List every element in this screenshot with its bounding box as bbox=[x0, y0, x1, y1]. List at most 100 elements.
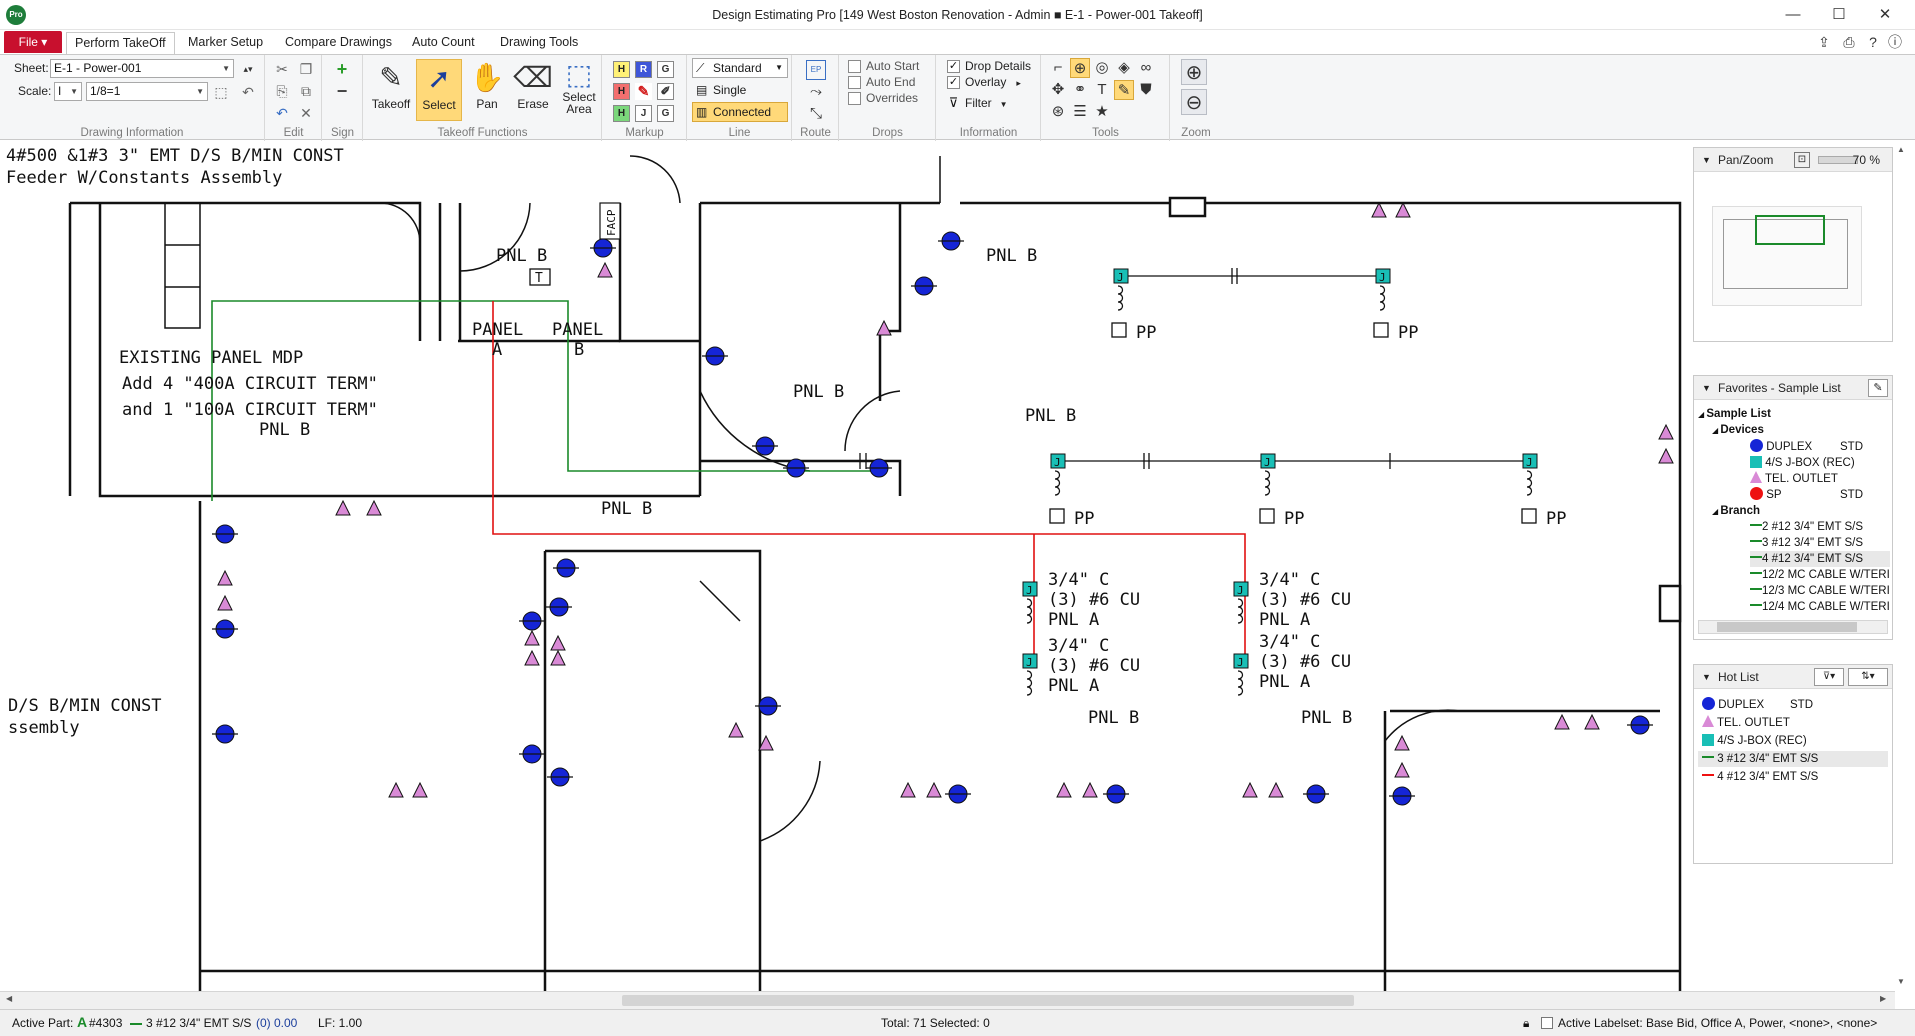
tab-compare-drawings[interactable]: Compare Drawings bbox=[277, 32, 400, 54]
canvas-vertical-scrollbar[interactable]: ▲ ▼ bbox=[1895, 141, 1915, 991]
list-item[interactable]: 4 #12 3/4" EMT S/S bbox=[1750, 551, 1890, 567]
labelset-checkbox[interactable] bbox=[1541, 1017, 1553, 1029]
scroll-thumb[interactable] bbox=[622, 995, 1354, 1006]
star-icon[interactable]: ★ bbox=[1092, 102, 1112, 122]
fit-view-icon[interactable]: ⊡ bbox=[1794, 152, 1810, 168]
scale-select[interactable]: 1/8=1 ▼ bbox=[86, 82, 208, 101]
list-item[interactable]: 3 #12 3/4" EMT S/S bbox=[1698, 751, 1888, 767]
layers-icon[interactable]: ◈ bbox=[1114, 58, 1134, 78]
minus-icon[interactable]: − bbox=[332, 81, 352, 101]
scale-unit-select[interactable]: I ▼ bbox=[54, 82, 82, 101]
markup-g-button[interactable]: G bbox=[657, 61, 674, 78]
spinner-icon[interactable]: ▴▾ bbox=[238, 59, 258, 79]
sort-icon[interactable]: ⇅▾ bbox=[1848, 668, 1888, 686]
markup-j-button[interactable]: J bbox=[635, 105, 652, 122]
line-single-option[interactable]: ▤ Single bbox=[692, 80, 788, 100]
scroll-down-icon[interactable]: ▼ bbox=[1897, 977, 1905, 986]
undo-icon[interactable]: ↶ bbox=[272, 103, 292, 123]
list-item[interactable]: 12/3 MC CABLE W/TERI bbox=[1750, 583, 1890, 599]
overlay-checkbox[interactable]: ✓Overlay▸ bbox=[947, 74, 1021, 91]
duplicate-icon[interactable]: ⧉ bbox=[296, 81, 316, 101]
link-icon[interactable]: ∞ bbox=[1136, 58, 1156, 78]
lock-icon[interactable]: 🔒︎ bbox=[1523, 1016, 1529, 1031]
tab-perform-takeoff[interactable]: Perform TakeOff bbox=[66, 32, 175, 54]
select-button[interactable]: ➚ Select bbox=[416, 59, 462, 121]
target-icon[interactable]: ◎ bbox=[1092, 58, 1112, 78]
filter-button[interactable]: ⊽Filter▼ bbox=[947, 95, 1008, 113]
highlight-red-button[interactable]: H bbox=[613, 83, 630, 100]
export-icon[interactable]: ⇪ bbox=[1815, 33, 1833, 51]
freehand-icon[interactable]: ✐ bbox=[657, 83, 674, 100]
stamp-icon[interactable]: ⛊ bbox=[1136, 80, 1156, 100]
hot-list-header[interactable]: ▼ Hot List ⊽▾ ⇅▾ bbox=[1694, 665, 1892, 689]
route-path-icon[interactable]: ⤳ bbox=[806, 82, 826, 102]
sheet-select[interactable]: E-1 - Power-001 ▼ bbox=[50, 59, 234, 78]
text-icon[interactable]: T bbox=[1092, 80, 1112, 100]
list-item[interactable]: 12/2 MC CABLE W/TERI bbox=[1750, 567, 1890, 583]
list-item[interactable]: 4/S J-BOX (REC) bbox=[1702, 733, 1807, 749]
tree-devices[interactable]: ◢ Devices bbox=[1712, 422, 1764, 438]
scroll-thumb[interactable] bbox=[1717, 622, 1857, 632]
highlighter-icon[interactable]: ✎ bbox=[1114, 80, 1134, 100]
collapse-icon[interactable]: ▼ bbox=[1702, 665, 1711, 689]
cut-icon[interactable]: ✂ bbox=[272, 59, 292, 79]
tree-branch[interactable]: ◢ Branch bbox=[1712, 503, 1760, 519]
maximize-button[interactable]: ☐ bbox=[1816, 4, 1862, 26]
route-ep-button[interactable]: EP bbox=[806, 60, 826, 80]
route-node-icon[interactable]: ⤡ bbox=[806, 104, 826, 124]
list-item[interactable]: 4 #12 3/4" EMT S/S bbox=[1702, 769, 1818, 785]
move-icon[interactable]: ✥ bbox=[1048, 80, 1068, 100]
erase-button[interactable]: ⌫ Erase bbox=[510, 59, 556, 121]
zoom-out-icon[interactable]: ⊖ bbox=[1181, 89, 1207, 115]
globe-icon[interactable]: ⊛ bbox=[1048, 102, 1068, 122]
thumbnail-viewport[interactable] bbox=[1755, 215, 1825, 245]
select-area-button[interactable]: ⬚ Select Area bbox=[556, 59, 602, 131]
copy-icon[interactable]: ❐ bbox=[296, 59, 316, 79]
line-style-select[interactable]: ⟋ Standard ▼ bbox=[692, 58, 788, 78]
overrides-checkbox[interactable]: Overrides bbox=[848, 90, 918, 106]
undo-scale-icon[interactable]: ↶ bbox=[238, 82, 258, 102]
tab-marker-setup[interactable]: Marker Setup bbox=[180, 32, 271, 54]
scroll-up-icon[interactable]: ▲ bbox=[1897, 145, 1905, 154]
zoom-in-icon[interactable]: ⊕ bbox=[1181, 59, 1207, 85]
filter-icon[interactable]: ⊽▾ bbox=[1814, 668, 1844, 686]
list-item[interactable]: DUPLEXSTD bbox=[1702, 697, 1764, 713]
tab-auto-count[interactable]: Auto Count bbox=[404, 32, 483, 54]
scroll-right-icon[interactable]: ▶ bbox=[1880, 994, 1886, 1003]
paste-icon[interactable]: ⎘ bbox=[272, 81, 292, 101]
auto-start-checkbox[interactable]: Auto Start bbox=[848, 58, 919, 74]
list-item[interactable]: 4/S J-BOX (REC) bbox=[1750, 455, 1855, 471]
favorites-horizontal-scrollbar[interactable] bbox=[1698, 620, 1888, 634]
minimize-button[interactable]: — bbox=[1770, 4, 1816, 26]
list-item[interactable]: 3 #12 3/4" EMT S/S bbox=[1750, 535, 1863, 551]
plus-icon[interactable]: + bbox=[332, 59, 352, 79]
favorites-header[interactable]: ▼ Favorites - Sample List ✎ bbox=[1694, 376, 1892, 400]
line-connected-option[interactable]: ▥ Connected bbox=[692, 102, 788, 122]
drawing-thumbnail[interactable] bbox=[1712, 206, 1862, 306]
info-icon[interactable]: ⓘ bbox=[1886, 33, 1904, 51]
red-pen-icon[interactable]: ✎ bbox=[635, 83, 652, 100]
help-icon[interactable]: ? bbox=[1864, 33, 1882, 51]
list-item[interactable]: 2 #12 3/4" EMT S/S bbox=[1750, 519, 1863, 535]
drop-details-checkbox[interactable]: ✓Drop Details bbox=[947, 58, 1031, 74]
list-item[interactable]: DUPLEXSTD bbox=[1750, 439, 1812, 455]
close-button[interactable]: ✕ bbox=[1862, 4, 1908, 26]
print-icon[interactable]: ⎙ bbox=[1840, 33, 1858, 51]
highlight-green-button[interactable]: H bbox=[613, 105, 630, 122]
zoom-select-icon[interactable]: ⊕ bbox=[1070, 58, 1090, 78]
highlight-yellow-button[interactable]: H bbox=[613, 61, 630, 78]
takeoff-button[interactable]: ✎ Takeoff bbox=[368, 59, 414, 121]
auto-end-checkbox[interactable]: Auto End bbox=[848, 74, 915, 90]
tree-root[interactable]: ◢ Sample List bbox=[1698, 406, 1771, 422]
chain-icon[interactable]: ⚭ bbox=[1070, 80, 1090, 100]
rectangle-blue-button[interactable]: R bbox=[635, 61, 652, 78]
measure-icon[interactable]: ⌐ bbox=[1048, 58, 1068, 78]
pan-button[interactable]: ✋ Pan bbox=[464, 59, 510, 121]
edit-list-icon[interactable]: ✎ bbox=[1868, 379, 1888, 397]
canvas-horizontal-scrollbar[interactable]: ◀ ▶ bbox=[0, 991, 1895, 1009]
tab-drawing-tools[interactable]: Drawing Tools bbox=[492, 32, 586, 54]
pan-zoom-header[interactable]: ▼ Pan/Zoom ⊡ 70 % bbox=[1694, 148, 1892, 172]
collapse-icon[interactable]: ▼ bbox=[1702, 148, 1711, 172]
list-item[interactable]: 12/4 MC CABLE W/TERI bbox=[1750, 599, 1890, 615]
drawing-canvas[interactable]: J bbox=[0, 141, 1895, 991]
